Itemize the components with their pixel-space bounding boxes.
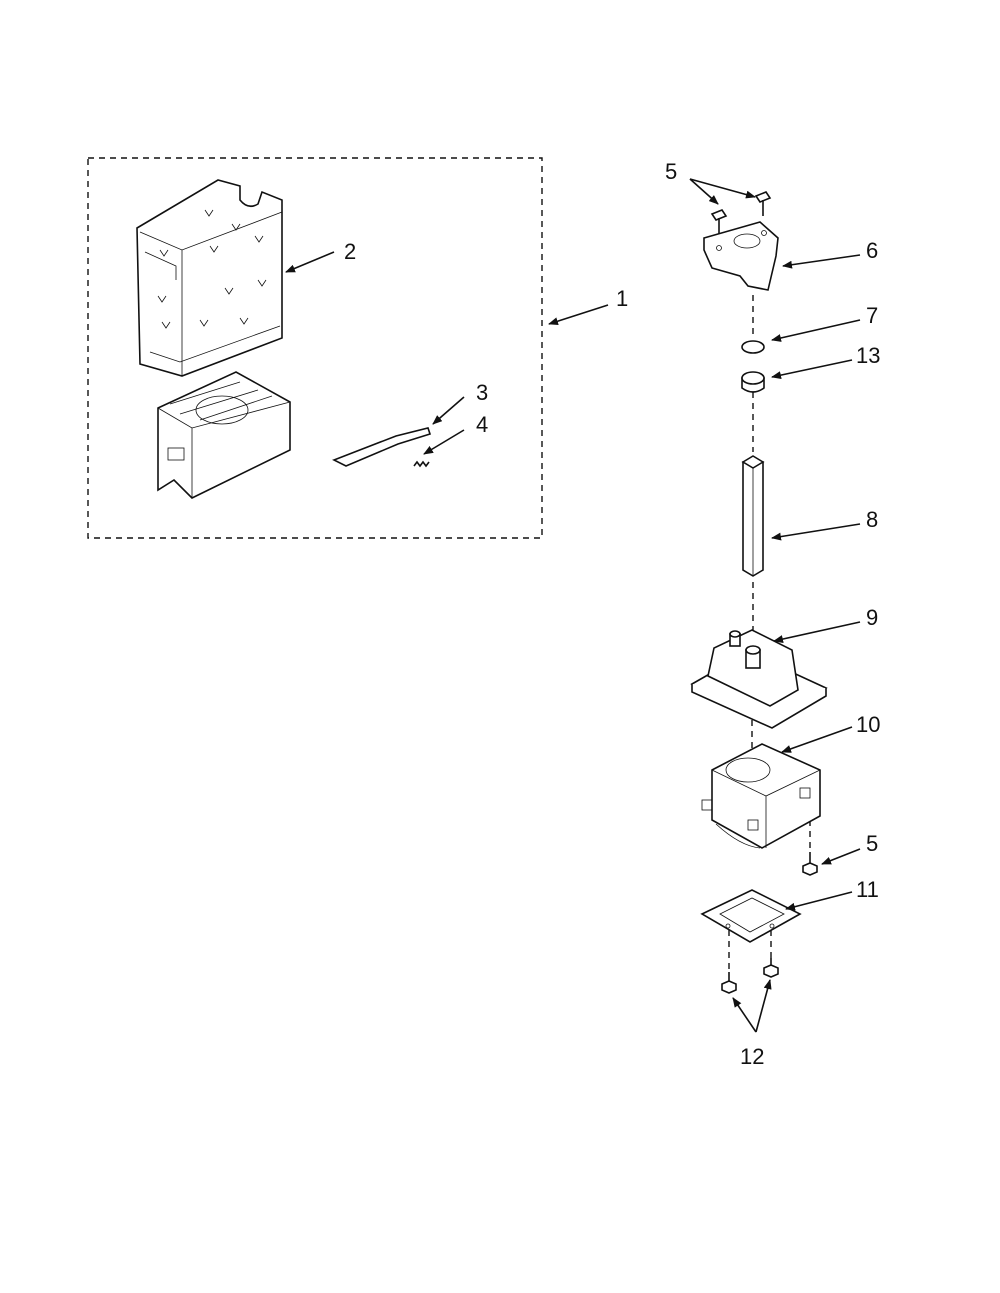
callout-12: 12 <box>740 1044 764 1069</box>
spring-part <box>413 460 430 468</box>
screw-part-lower <box>802 852 818 876</box>
washer-part <box>741 340 765 354</box>
callout-2: 2 <box>344 239 356 264</box>
callout-9: 9 <box>866 605 878 630</box>
gasket-part <box>700 889 802 943</box>
callout-10: 10 <box>856 712 880 737</box>
auger-housing-part <box>157 371 291 499</box>
callout-6: 6 <box>866 238 878 263</box>
screw-part-upper <box>710 191 772 234</box>
shaft-part <box>741 455 765 577</box>
bracket-part <box>703 221 779 291</box>
shield-part <box>332 427 432 467</box>
callout-4: 4 <box>476 412 488 437</box>
ice-bucket-part <box>136 179 283 377</box>
callout-5-top: 5 <box>665 159 677 184</box>
callout-5-bottom: 5 <box>866 831 878 856</box>
bearing-part <box>741 371 765 393</box>
callout-13: 13 <box>856 343 880 368</box>
leader-arrows <box>285 178 861 1033</box>
callout-1: 1 <box>616 286 628 311</box>
callout-7: 7 <box>866 303 878 328</box>
callout-3: 3 <box>476 380 488 405</box>
kit-boundary-box <box>87 157 543 539</box>
gear-cover-part <box>690 629 828 729</box>
callout-11: 11 <box>856 877 879 902</box>
gear-motor-part <box>701 743 821 849</box>
callout-8: 8 <box>866 507 878 532</box>
screws-part-12 <box>721 958 779 994</box>
